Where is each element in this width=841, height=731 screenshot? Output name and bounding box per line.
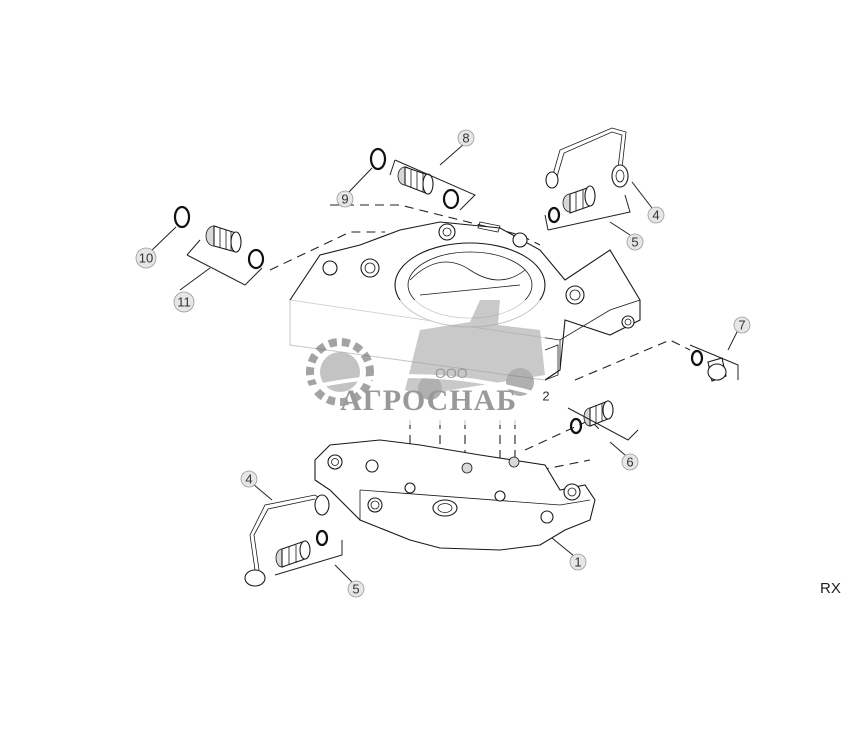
fitting-6	[583, 400, 614, 427]
kit-brackets	[186, 159, 739, 576]
svg-text:2: 2	[542, 389, 549, 404]
lower-housing	[314, 439, 596, 551]
svg-text:7: 7	[738, 318, 745, 333]
watermark-brand: АГРОСНАБ	[340, 384, 517, 417]
svg-text:4: 4	[652, 208, 659, 223]
o-ring-10	[173, 205, 191, 229]
fitting-5-lower	[275, 540, 311, 568]
callout-7: 7	[733, 316, 751, 334]
svg-text:9: 9	[341, 192, 348, 207]
watermark: ООО АГРОСНАБ	[280, 300, 545, 425]
o-rings	[173, 147, 704, 547]
callout-5-lower: 5	[347, 580, 365, 598]
leader-lines	[149, 143, 739, 583]
o-ring-11	[247, 248, 265, 270]
callout-2: 2	[542, 389, 549, 404]
callout-10: 10	[135, 247, 157, 269]
drawing-code: RX	[820, 580, 841, 597]
svg-text:5: 5	[631, 235, 638, 250]
watermark-company-form: ООО	[435, 365, 468, 381]
o-ring-8	[442, 188, 460, 210]
svg-text:11: 11	[177, 295, 191, 310]
callout-9: 9	[336, 190, 354, 208]
svg-text:6: 6	[626, 455, 633, 470]
o-ring-7	[690, 349, 704, 367]
fitting-8	[397, 166, 434, 195]
callout-8: 8	[457, 129, 475, 147]
o-ring-9	[369, 147, 387, 171]
callout-6: 6	[621, 453, 639, 471]
tube-4-lower	[244, 494, 330, 587]
fitting-5-upper	[562, 185, 596, 214]
svg-text:5: 5	[352, 582, 359, 597]
callout-1: 1	[569, 553, 587, 571]
svg-text:4: 4	[245, 472, 252, 487]
callout-5-upper: 5	[626, 233, 644, 251]
svg-text:1: 1	[574, 555, 581, 570]
svg-text:10: 10	[139, 251, 153, 266]
callout-11: 11	[173, 291, 195, 313]
callout-4-lower: 4	[240, 470, 258, 488]
fitting-11	[205, 225, 242, 253]
callout-4-upper: 4	[647, 206, 665, 224]
plug-7	[707, 357, 727, 382]
o-ring-5-upper	[547, 206, 561, 224]
o-ring-5-lower	[315, 529, 329, 547]
o-ring-6	[569, 417, 583, 435]
tube-4-upper	[545, 127, 629, 189]
svg-text:8: 8	[462, 131, 469, 146]
